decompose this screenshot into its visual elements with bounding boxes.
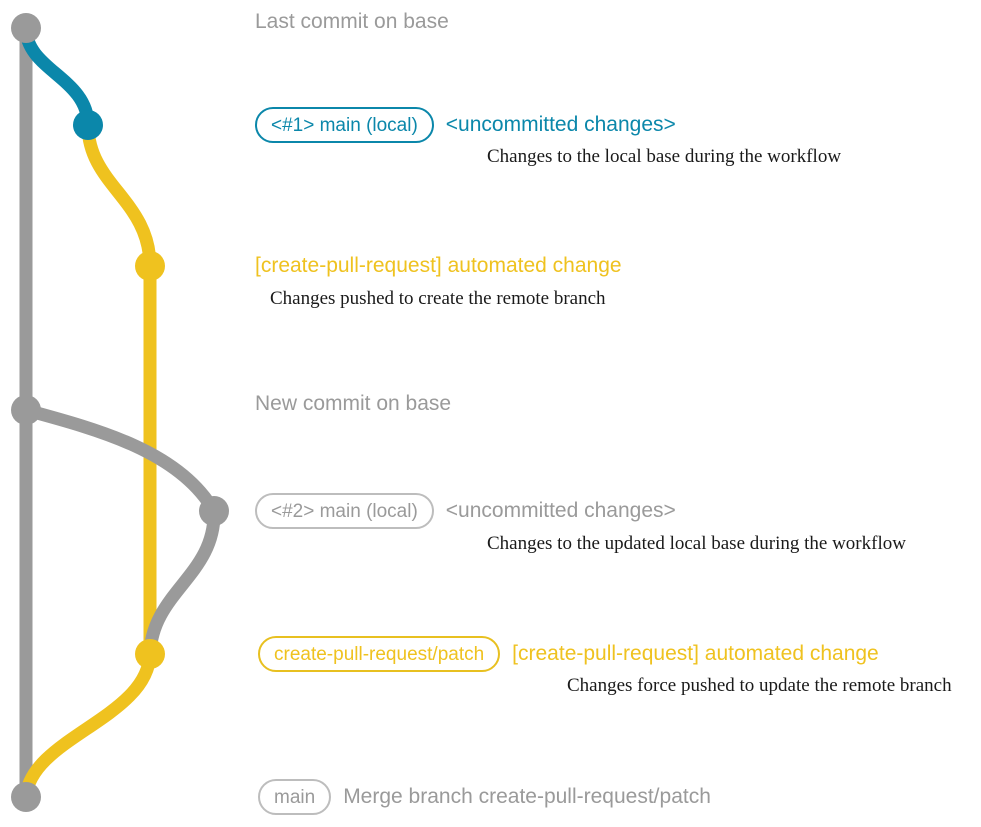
commit-row-local-uncommitted-2: <#2> main (local) <uncommitted changes> [255, 493, 676, 529]
commit-node-last-commit-on-base[interactable] [11, 13, 41, 43]
commit-row-merge-commit: main Merge branch create-pull-request/pa… [258, 779, 711, 815]
commit-node-local-uncommitted-2[interactable] [199, 496, 229, 526]
commit-row-automated-change-1: [create-pull-request] automated change [255, 248, 622, 284]
commit-note-automated-change-1: Changes pushed to create the remote bran… [270, 288, 606, 309]
edge-remote-2-to-merge [19, 647, 157, 804]
commit-note-local-uncommitted-1: Changes to the local base during the wor… [487, 146, 842, 167]
commit-subject-last-commit-on-base: Last commit on base [255, 10, 449, 33]
commit-node-automated-change-1[interactable] [135, 251, 165, 281]
edge-base-to-local-2 [19, 403, 221, 518]
ref-badge-main[interactable]: main [258, 779, 332, 815]
commit-subject-local-uncommitted-2: <uncommitted changes> [445, 499, 676, 522]
commit-node-local-uncommitted-1[interactable] [73, 110, 103, 140]
commit-node-new-commit-on-base[interactable] [11, 395, 41, 425]
commit-row-automated-change-2: create-pull-request/patch [create-pull-r… [258, 636, 879, 672]
commit-row-local-uncommitted-1: <#1> main (local) <uncommitted changes> [255, 107, 676, 143]
edge-local-1-to-remote-1 [81, 118, 157, 273]
commit-note-automated-change-2: Changes force pushed to update the remot… [567, 675, 952, 696]
commit-subject-local-uncommitted-1: <uncommitted changes> [445, 113, 676, 136]
commit-subject-merge-commit: Merge branch create-pull-request/patch [343, 785, 711, 808]
commit-note-local-uncommitted-2: Changes to the updated local base during… [487, 533, 906, 554]
ref-badge-main-local-1[interactable]: <#1> main (local) [255, 107, 434, 143]
commit-node-merge-commit[interactable] [11, 782, 41, 812]
edge-base-to-local-1 [19, 21, 95, 132]
ref-badge-create-pull-request-patch[interactable]: create-pull-request/patch [258, 636, 501, 672]
commit-subject-automated-change-1: [create-pull-request] automated change [255, 254, 622, 277]
edge-local-2-to-remote-2 [143, 504, 221, 661]
commit-node-automated-change-2[interactable] [135, 639, 165, 669]
ref-badge-main-local-2[interactable]: <#2> main (local) [255, 493, 434, 529]
commit-subject-automated-change-2: [create-pull-request] automated change [512, 642, 879, 665]
commit-subject-new-commit-on-base: New commit on base [255, 392, 452, 415]
